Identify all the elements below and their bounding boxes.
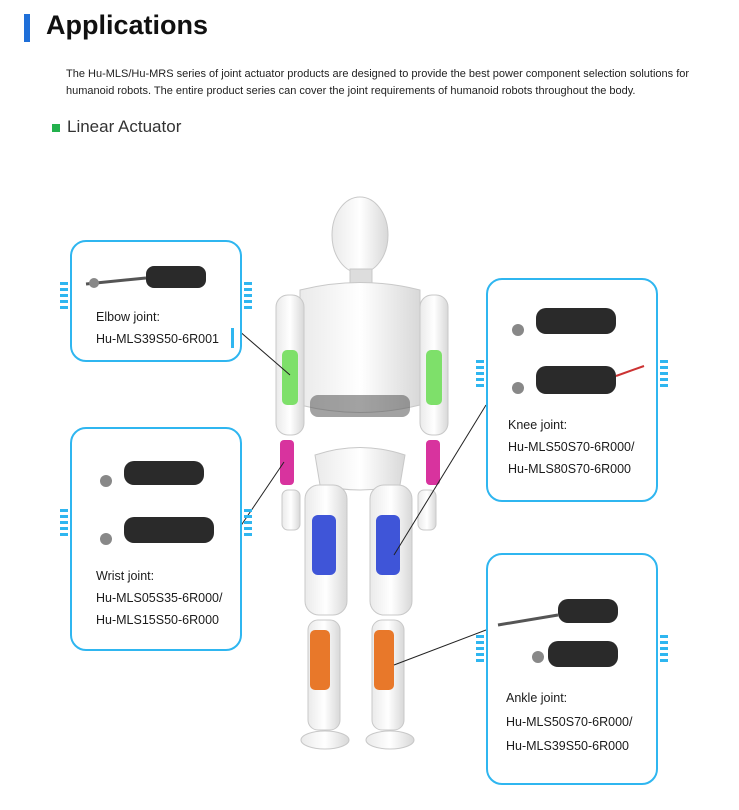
card-edge-decoration [660, 635, 668, 663]
wrist-model-1: Hu-MLS05S35-6R000/ [96, 591, 223, 605]
wrist-joint-card: Wrist joint: Hu-MLS05S35-6R000/ Hu-MLS15… [60, 427, 252, 651]
elbow-actuator-image [85, 266, 206, 288]
intro-paragraph: The Hu-MLS/Hu-MRS series of joint actuat… [66, 68, 690, 97]
card-edge-decoration [476, 635, 484, 663]
wrist-model-2: Hu-MLS15S50-6R000 [96, 613, 219, 627]
knee-actuator-right [376, 515, 400, 575]
section-title: Linear Actuator [67, 117, 182, 136]
ankle-joint-label: Ankle joint: [506, 691, 568, 705]
page-title: Applications [46, 10, 209, 40]
ankle-model-1: Hu-MLS50S70-6R000/ [506, 715, 633, 729]
ankle-actuator-image [497, 599, 618, 667]
elbow-joint-label: Elbow joint: [96, 310, 160, 324]
humanoid-robot-figure [275, 196, 449, 750]
knee-joint-card: Knee joint: Hu-MLS50S70-6R000/ Hu-MLS80S… [476, 278, 668, 502]
ankle-actuator-right [374, 630, 394, 690]
title-accent-bar [24, 14, 30, 42]
wrist-actuator-right [426, 440, 440, 485]
card-edge-decoration [60, 282, 68, 310]
knee-model-2: Hu-MLS80S70-6R000 [508, 462, 631, 476]
elbow-connector [237, 329, 291, 376]
wrist-actuator-left [280, 440, 294, 485]
card-edge-decoration [476, 360, 484, 388]
knee-actuator-left [312, 515, 336, 575]
knee-model-1: Hu-MLS50S70-6R000/ [508, 440, 635, 454]
elbow-actuator-left [282, 350, 298, 405]
elbow-model-1: Hu-MLS39S50-6R001 [96, 332, 219, 346]
ankle-model-2: Hu-MLS39S50-6R000 [506, 739, 629, 753]
wrist-actuator-image [100, 461, 214, 545]
section-bullet-icon [52, 124, 60, 132]
elbow-actuator-right [426, 350, 442, 405]
knee-connector [393, 404, 487, 556]
knee-actuator-image [512, 308, 645, 394]
card-edge-decoration [60, 509, 68, 537]
elbow-joint-card: Elbow joint: Hu-MLS39S50-6R001 [60, 240, 252, 362]
ankle-actuator-left [310, 630, 330, 690]
card-accent-bar [231, 328, 234, 348]
ankle-connector [393, 629, 487, 666]
knee-joint-label: Knee joint: [508, 418, 568, 432]
card-edge-decoration [244, 282, 252, 310]
ankle-joint-card: Ankle joint: Hu-MLS50S70-6R000/ Hu-MLS39… [476, 553, 668, 785]
wrist-joint-label: Wrist joint: [96, 569, 155, 583]
card-edge-decoration [660, 360, 668, 388]
card-edge-decoration [244, 509, 252, 537]
